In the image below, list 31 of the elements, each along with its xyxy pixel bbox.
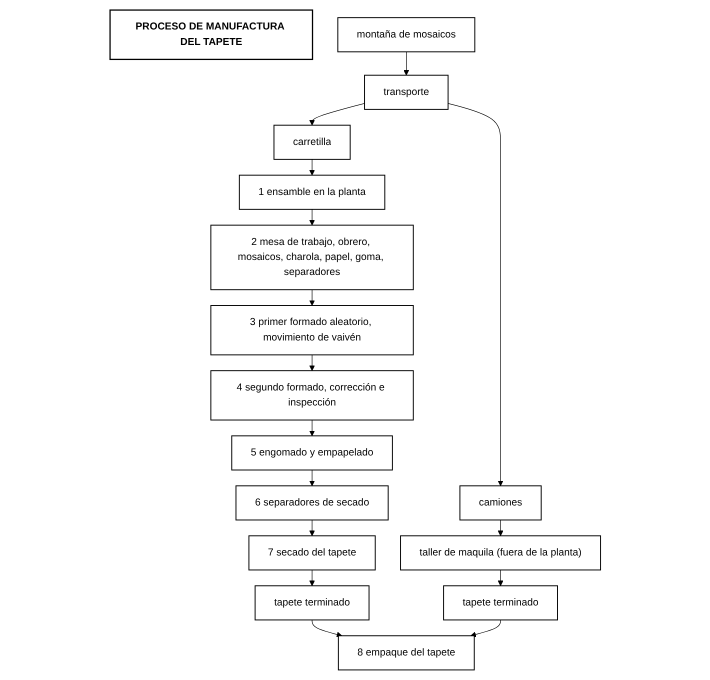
node-box: 1 ensamble en la planta <box>238 174 385 210</box>
arrow <box>308 420 315 436</box>
node-box: 7 secado del tapete <box>248 535 376 570</box>
arrow <box>308 103 365 126</box>
node-box: 2 mesa de trabajo, obrero, mosaicos, charola, papel, goma, separadores <box>210 224 414 290</box>
node-box: tapete terminado <box>254 585 370 620</box>
node-box: taller de maquila (fuera de la planta) <box>400 535 601 570</box>
node-box: tapete terminado <box>442 585 558 620</box>
arrow <box>497 570 504 586</box>
node-box: 6 separadores de secado <box>235 485 388 520</box>
arrow <box>311 620 342 638</box>
arrow <box>308 570 315 586</box>
arrow <box>470 620 501 638</box>
arrow <box>308 289 315 306</box>
node-box: montaña de mosaicos <box>337 17 475 52</box>
arrow <box>308 520 315 536</box>
arrow <box>308 209 315 226</box>
node-box: camiones <box>459 485 542 520</box>
node-box: carretilla <box>273 124 350 160</box>
arrow <box>447 103 504 486</box>
node-box: 4 segundo formado, corrección e inspección <box>210 370 414 420</box>
node-box: transporte <box>364 74 448 110</box>
arrow <box>497 520 504 536</box>
node-box: 5 engomado y empapelado <box>230 435 393 470</box>
arrow <box>308 470 315 486</box>
node-box: 3 primer formado aleatorio, movimiento de vaivén <box>210 305 414 356</box>
node-box: 8 empaque del tapete <box>338 635 474 670</box>
node-box: PROCESO DE MANUFACTURA DEL TAPETE <box>109 9 313 60</box>
arrow <box>308 159 315 176</box>
arrow <box>403 52 409 76</box>
arrow <box>308 354 315 371</box>
